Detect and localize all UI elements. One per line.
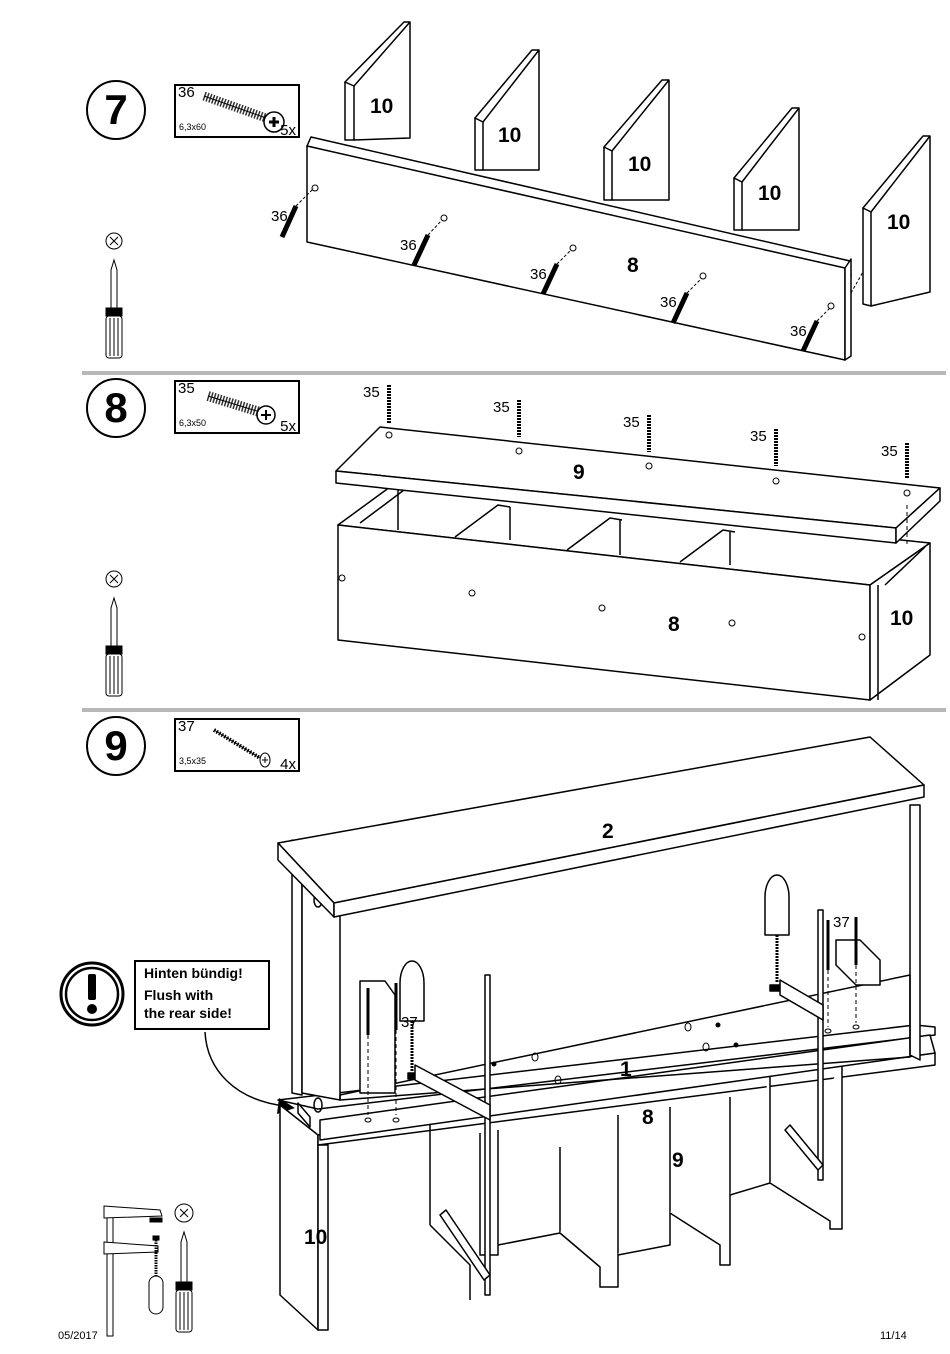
screw-callout: 35 <box>881 443 898 460</box>
hardware-qty: 4x <box>280 756 296 773</box>
tool-screwdriver-icon <box>174 1203 194 1333</box>
screw-callout: 35 <box>623 414 640 431</box>
step-divider <box>82 371 946 375</box>
tool-clamp-icon <box>103 1205 164 1337</box>
warning-icon <box>59 961 125 1027</box>
panel-10 <box>733 107 800 231</box>
panel-10 <box>862 135 931 307</box>
screw-36 <box>670 272 707 325</box>
note-english-1: Flush with <box>144 987 214 1003</box>
hardware-box-35: 35 6,3x50 5x <box>174 380 300 435</box>
panel-10 <box>344 21 411 141</box>
hardware-qty: 5x <box>280 122 296 139</box>
footer-page-number: 11/14 <box>880 1330 907 1342</box>
footer-date: 05/2017 <box>58 1330 98 1342</box>
screw-callout: 37 <box>401 1014 418 1031</box>
step-8-diagram: 9 8 10 35 35 35 35 35 <box>335 384 941 701</box>
screw-36 <box>411 214 448 267</box>
screw-callout: 35 <box>750 428 767 445</box>
screw-callout: 36 <box>530 266 547 283</box>
screw-callout: 36 <box>271 208 288 225</box>
screw-callout: 36 <box>660 294 677 311</box>
hardware-box-37: 37 3,5x35 4x <box>174 718 300 773</box>
screw-36 <box>279 184 319 239</box>
hardware-id: 36 <box>178 84 195 101</box>
part-label: 10 <box>758 182 781 205</box>
step-7-diagram: 10 10 10 10 10 8 36 36 36 36 36 <box>271 21 931 361</box>
hardware-size: 3,5x35 <box>179 756 207 766</box>
screw-35 <box>645 415 653 470</box>
part-label: 8 <box>627 254 639 277</box>
hardware-box-36: 36 6,3x60 5x <box>174 84 300 139</box>
part-label: 9 <box>573 461 585 484</box>
note-german: Hinten bündig! <box>144 965 243 981</box>
screw-callout: 37 <box>833 914 850 931</box>
panel-8 <box>306 136 852 361</box>
part-label: 8 <box>668 613 680 636</box>
screw-callout: 35 <box>363 384 380 401</box>
screw-35 <box>903 443 911 497</box>
panel-10 <box>603 79 670 201</box>
hardware-id: 35 <box>178 380 195 397</box>
tool-screwdriver-icon <box>105 570 123 697</box>
screw-36-icon <box>202 91 285 133</box>
screw-callout: 35 <box>493 399 510 416</box>
step-number-text: 8 <box>104 384 128 431</box>
part-label: 8 <box>642 1106 654 1129</box>
part-label: 10 <box>887 211 910 234</box>
screw-callout: 36 <box>790 323 807 340</box>
hardware-size: 6,3x60 <box>179 122 207 132</box>
hardware-qty: 5x <box>280 418 296 435</box>
screw-35 <box>772 429 780 485</box>
screw-35 <box>515 400 523 455</box>
part-label: 10 <box>890 607 913 630</box>
part-label: 10 <box>370 95 393 118</box>
part-label: 1 <box>620 1058 632 1081</box>
screw-36 <box>800 302 835 353</box>
note-english-2: the rear side! <box>144 1005 232 1021</box>
step-number-8: 8 <box>86 378 146 438</box>
tool-screwdriver-icon <box>105 232 123 359</box>
screw-36 <box>540 244 577 296</box>
panel-8-rail <box>319 1034 936 1141</box>
step-9-diagram: 2 1 8 9 10 37 37 <box>277 736 936 1331</box>
flush-note: Hinten bündig! Flush with the rear side! <box>134 960 270 1030</box>
screw-35-icon <box>206 391 276 425</box>
part-label: 10 <box>304 1226 327 1249</box>
screw-37-icon <box>212 728 271 768</box>
panel-10-left <box>279 1104 319 1331</box>
part-label: 2 <box>602 820 614 843</box>
part-label: 9 <box>672 1149 684 1172</box>
screw-35 <box>385 385 393 439</box>
step-divider <box>82 708 946 712</box>
step-number-text: 9 <box>104 722 128 769</box>
part-label: 10 <box>628 153 651 176</box>
step-number-7: 7 <box>86 80 146 140</box>
hardware-size: 6,3x50 <box>179 418 207 428</box>
step-number-9: 9 <box>86 716 146 776</box>
panel-10 <box>474 49 540 171</box>
screw-callout: 36 <box>400 237 417 254</box>
hardware-id: 37 <box>178 718 195 735</box>
part-label: 10 <box>498 124 521 147</box>
step-number-text: 7 <box>104 86 128 133</box>
